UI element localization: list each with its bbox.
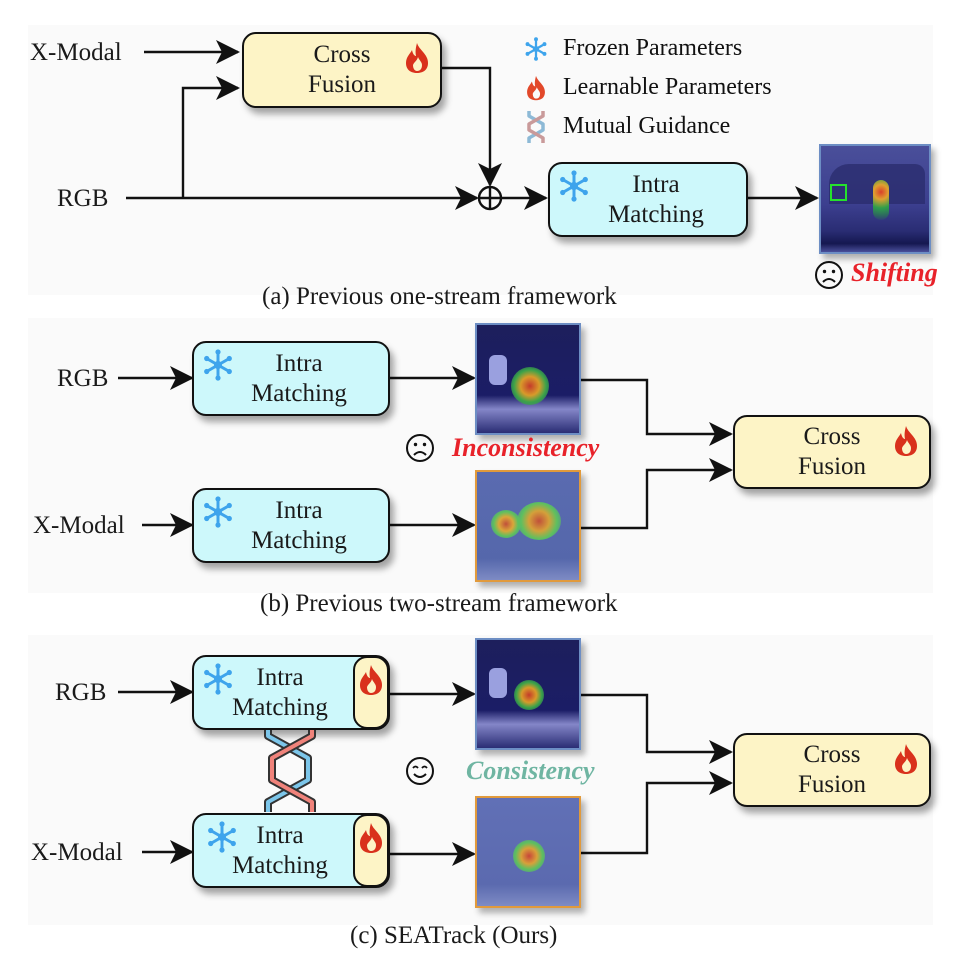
person-silhouette	[489, 668, 507, 698]
heatmap-blob	[514, 680, 544, 710]
happy-face-icon	[405, 756, 435, 786]
block-label-line2: Matching	[608, 200, 704, 228]
cross-fusion-block: Cross Fusion	[733, 415, 931, 489]
input-label-rgb: RGB	[57, 365, 109, 392]
flame-icon	[404, 42, 430, 82]
flame-icon	[358, 664, 384, 704]
wire-c-thumb2-to-fusion	[581, 771, 733, 855]
block-label-line2: Fusion	[307, 71, 377, 98]
xmodal-heatmap-thumbnail	[475, 470, 581, 582]
intra-matching-block-xmodal: Intra Matching	[192, 488, 390, 563]
xmodal-heatmap-thumbnail	[475, 796, 581, 908]
wire-b-thumb2-to-fusion	[581, 458, 733, 530]
status-consistency: Consistency	[466, 756, 595, 785]
person-silhouette	[489, 355, 507, 385]
legend-item-learnable: Learnable Parameters	[523, 74, 772, 101]
cross-fusion-block: Cross Fusion	[733, 733, 931, 807]
block-label-line1: Intra	[256, 821, 304, 849]
intra-matching-block-xmodal: Intra Matching	[192, 813, 390, 888]
braid-icon	[523, 110, 549, 143]
heatmap-blob	[517, 502, 561, 540]
heatmap-blob	[491, 510, 521, 538]
block-label-line2: Fusion	[797, 453, 867, 480]
wire-c-thumb1-to-fusion	[581, 693, 733, 764]
learnable-adapter-panel	[353, 656, 389, 729]
panel-a-background	[28, 25, 933, 295]
legend-label: Mutual Guidance	[563, 113, 731, 139]
sad-face-icon	[405, 433, 435, 463]
legend-label: Frozen Parameters	[563, 35, 743, 61]
legend-label: Learnable Parameters	[563, 74, 772, 100]
block-label-line1: Intra	[275, 349, 323, 377]
status-shifting: Shifting	[851, 258, 938, 287]
snowflake-icon	[558, 170, 590, 210]
flame-icon	[523, 75, 549, 101]
status-inconsistency: Inconsistency	[452, 433, 600, 462]
input-label-xmodal: X-Modal	[30, 39, 122, 66]
snowflake-icon	[202, 349, 234, 389]
input-label-rgb: RGB	[55, 679, 107, 706]
block-label-line1: Intra	[632, 170, 680, 198]
rgb-heatmap-thumbnail	[475, 638, 581, 750]
wire-b-thumb1-to-fusion	[581, 378, 733, 446]
snowflake-icon	[206, 821, 238, 861]
snowflake-icon	[202, 663, 234, 703]
heatmap-blob	[873, 180, 889, 220]
tracking-result-thumbnail	[819, 144, 931, 254]
block-label-line2: Matching	[251, 379, 347, 407]
input-label-rgb: RGB	[57, 185, 109, 212]
caption-panel-c: (c) SEATrack (Ours)	[350, 922, 558, 949]
snowflake-icon	[202, 496, 234, 536]
block-label-line1: Cross	[803, 741, 861, 768]
rgb-heatmap-thumbnail	[475, 323, 581, 435]
snowflake-icon	[523, 36, 549, 62]
heatmap-blob	[513, 840, 545, 872]
flame-icon	[893, 743, 919, 783]
caption-panel-a: (a) Previous one-stream framework	[262, 283, 617, 310]
block-label-line2: Matching	[251, 526, 347, 554]
intra-matching-block: Intra Matching	[548, 162, 748, 237]
block-label-line2: Fusion	[797, 771, 867, 798]
block-label-line1: Intra	[256, 663, 304, 691]
block-label-line2: Matching	[232, 693, 328, 721]
block-label-line1: Cross	[313, 41, 371, 68]
caption-panel-b: (b) Previous two-stream framework	[260, 590, 618, 617]
mutual-guidance-braid-icon	[264, 730, 316, 812]
block-label-line1: Intra	[275, 496, 323, 524]
intra-matching-block-rgb: Intra Matching	[192, 655, 390, 730]
tracking-box	[830, 184, 847, 201]
input-label-xmodal: X-Modal	[31, 839, 123, 866]
block-label-line2: Matching	[232, 851, 328, 879]
intra-matching-block-rgb: Intra Matching	[192, 341, 390, 416]
flame-icon	[358, 822, 384, 862]
sad-face-icon	[814, 260, 844, 290]
heatmap-blob	[511, 367, 549, 405]
input-label-xmodal: X-Modal	[33, 512, 125, 539]
block-label-line1: Cross	[803, 423, 861, 450]
legend-item-frozen: Frozen Parameters	[523, 35, 742, 62]
learnable-adapter-panel	[353, 814, 389, 887]
cross-fusion-block: Cross Fusion	[242, 32, 442, 108]
wire-a-rgb-branch-to-fusion	[181, 76, 240, 198]
wire-a-fusion-to-junction	[441, 66, 502, 187]
legend-item-mutual-guidance: Mutual Guidance	[523, 110, 731, 143]
flame-icon	[893, 425, 919, 465]
